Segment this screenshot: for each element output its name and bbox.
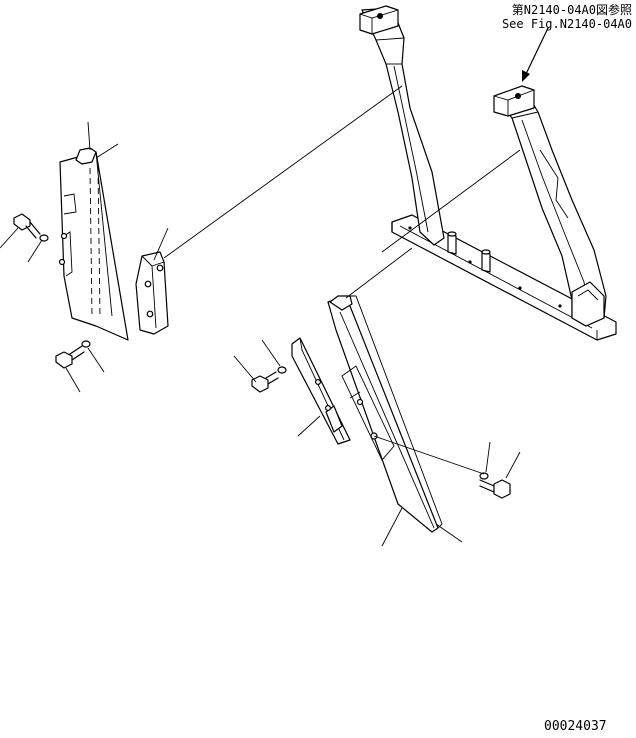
- leader-right-bracket: [297, 415, 321, 437]
- frame-pin-right: [481, 251, 491, 273]
- frame-left-leg: [361, 7, 445, 246]
- washer-upper-left: [39, 234, 49, 242]
- leader-right-panel: [381, 507, 403, 547]
- washer-lower-right: [479, 472, 489, 480]
- bolt-middle-left: [251, 375, 269, 393]
- left-cover-cap: [75, 147, 97, 165]
- reference-note-japanese: 第N2140-04A0図参照: [511, 3, 632, 17]
- leader-lower-left-bolt: [65, 367, 81, 393]
- leader-middle-washer: [261, 339, 281, 367]
- leader-left-bracket: [153, 227, 169, 261]
- frame-pin-left: [447, 233, 457, 255]
- right-cover-assembly: [251, 295, 511, 533]
- leader-middle-bolt: [233, 355, 257, 383]
- leader-left-washer: [27, 239, 43, 263]
- right-cover-panel: [327, 295, 439, 533]
- left-cover-assembly: [13, 147, 169, 369]
- assembly-lines: [163, 85, 521, 475]
- right-cover-cap: [329, 295, 353, 311]
- bolt-lower-right: [493, 479, 511, 499]
- leader-right-washer: [485, 441, 491, 473]
- leader-left-cover-cap-2: [95, 143, 119, 159]
- leader-lines: [0, 121, 521, 547]
- main-frame: [359, 5, 617, 341]
- leader-right-bolt: [505, 451, 521, 479]
- washer-lower-left: [81, 340, 91, 348]
- leader-right-panel-end: [435, 523, 463, 543]
- reference-note-english: See Fig.N2140-04A0: [501, 17, 632, 31]
- leader-left-cover-cap: [87, 121, 91, 151]
- left-cover-panel: [59, 151, 129, 341]
- left-bracket: [135, 251, 169, 335]
- reference-arrow: [525, 27, 549, 75]
- washer-middle-left: [277, 366, 287, 374]
- drawing-number: 00024037: [544, 719, 607, 734]
- leader-lower-left-washer: [87, 347, 105, 373]
- bolt-lower-left: [55, 351, 73, 369]
- leader-left-bolt: [0, 227, 19, 249]
